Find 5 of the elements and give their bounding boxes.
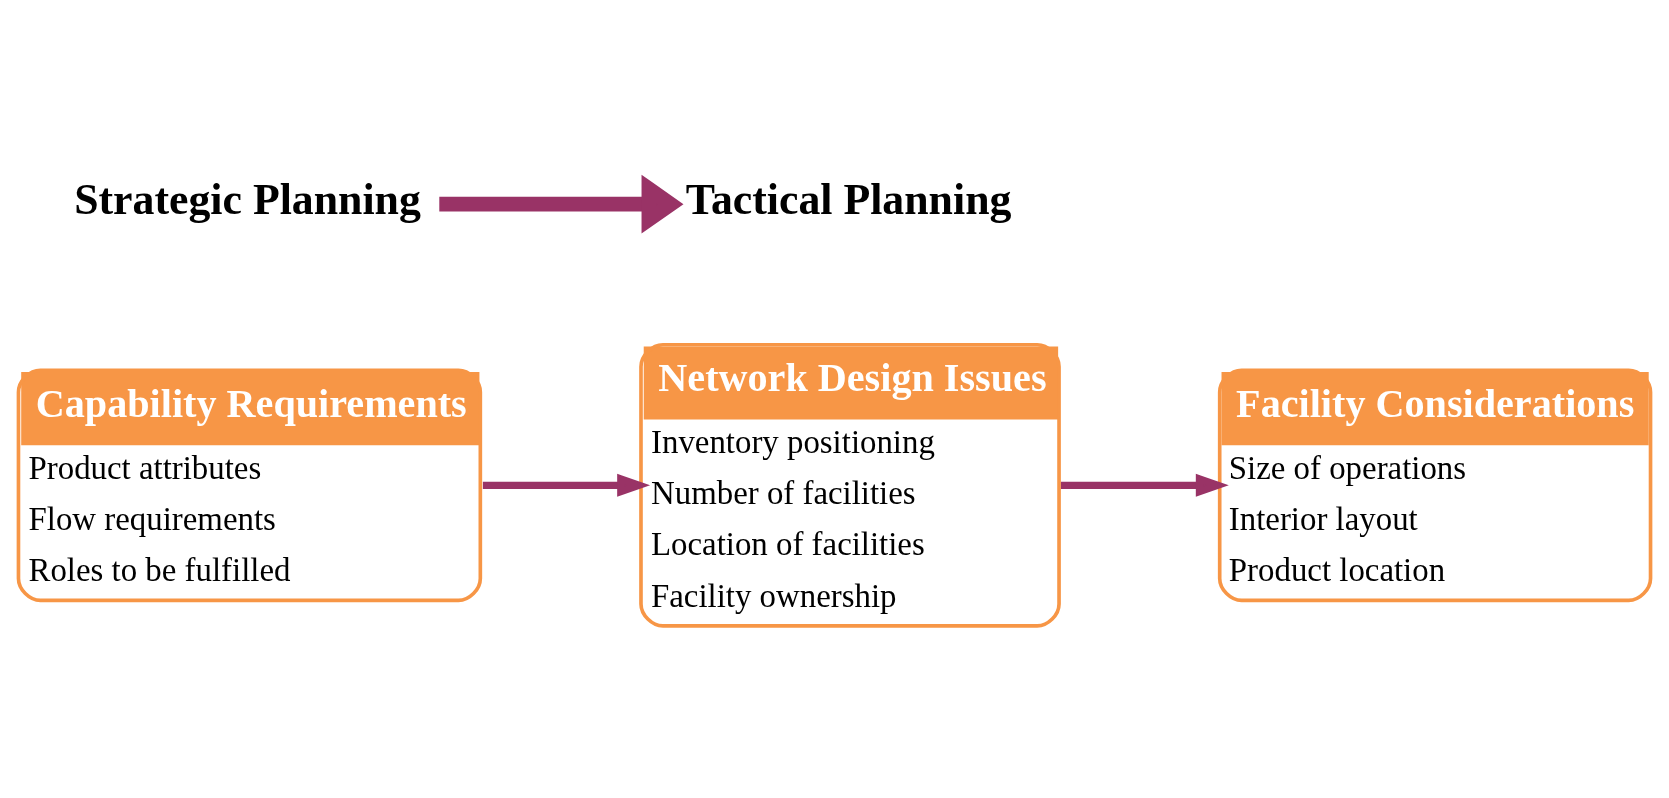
node-text: Strategic Planning [74,174,421,223]
arrow [439,174,684,234]
arrow [1060,473,1229,497]
node-text: Tactical Planning [685,174,1012,223]
arrow [482,473,651,497]
